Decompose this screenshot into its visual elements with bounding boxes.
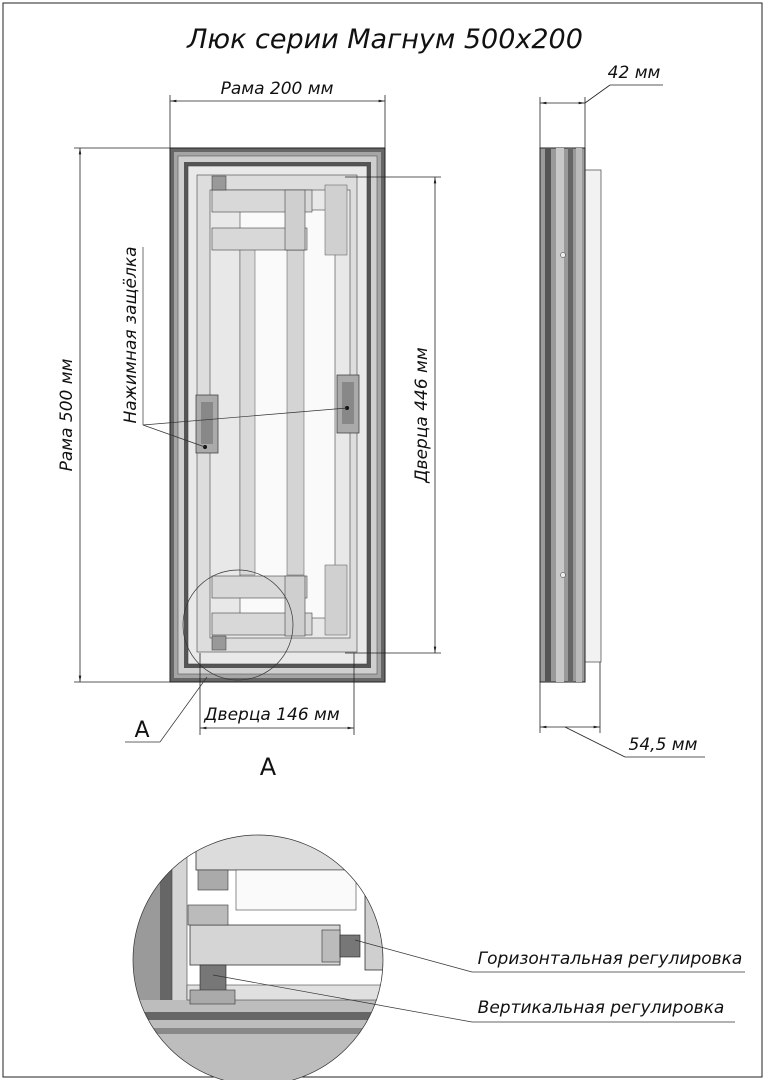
svg-text:54,5 мм: 54,5 мм (629, 735, 698, 755)
front-view (169, 147, 386, 683)
svg-text:Рама 200 мм: Рама 200 мм (221, 79, 334, 99)
svg-text:Дверца 446 мм: Дверца 446 мм (412, 347, 432, 484)
dimension-frame-height: Рама 500 мм (57, 147, 170, 683)
callout-latch: Нажимная защёлка (121, 246, 348, 448)
dimension-door-height: Дверца 446 мм (345, 176, 441, 654)
side-view (539, 147, 602, 683)
dimension-frame-width: Рама 200 мм (169, 79, 386, 148)
callout-vertical-adjust: Вертикальная регулировка (212, 974, 735, 1023)
detail-marker: А (125, 569, 294, 743)
svg-text:А: А (134, 718, 149, 743)
svg-text:Вертикальная регулировка: Вертикальная регулировка (478, 998, 725, 1018)
detail-view (133, 835, 383, 1080)
callout-horizontal-adjust: Горизонтальная регулировка (354, 939, 745, 973)
horizontal-adjust-spring (339, 934, 361, 958)
detail-title: А (260, 753, 277, 781)
dimension-depth-frame: 42 мм (539, 63, 663, 148)
svg-text:42 мм: 42 мм (608, 63, 661, 83)
svg-text:Нажимная защёлка: Нажимная защёлка (121, 246, 141, 423)
dimension-door-width: Дверца 146 мм (199, 653, 355, 735)
drawing-title: Люк серии Магнум 500х200 (186, 24, 583, 55)
dimension-depth-total: 54,5 мм (539, 662, 705, 758)
svg-text:Дверца 146 мм: Дверца 146 мм (203, 705, 340, 725)
svg-text:Рама 500 мм: Рама 500 мм (57, 358, 77, 471)
svg-text:Горизонтальная регулировка: Горизонтальная регулировка (478, 949, 743, 969)
